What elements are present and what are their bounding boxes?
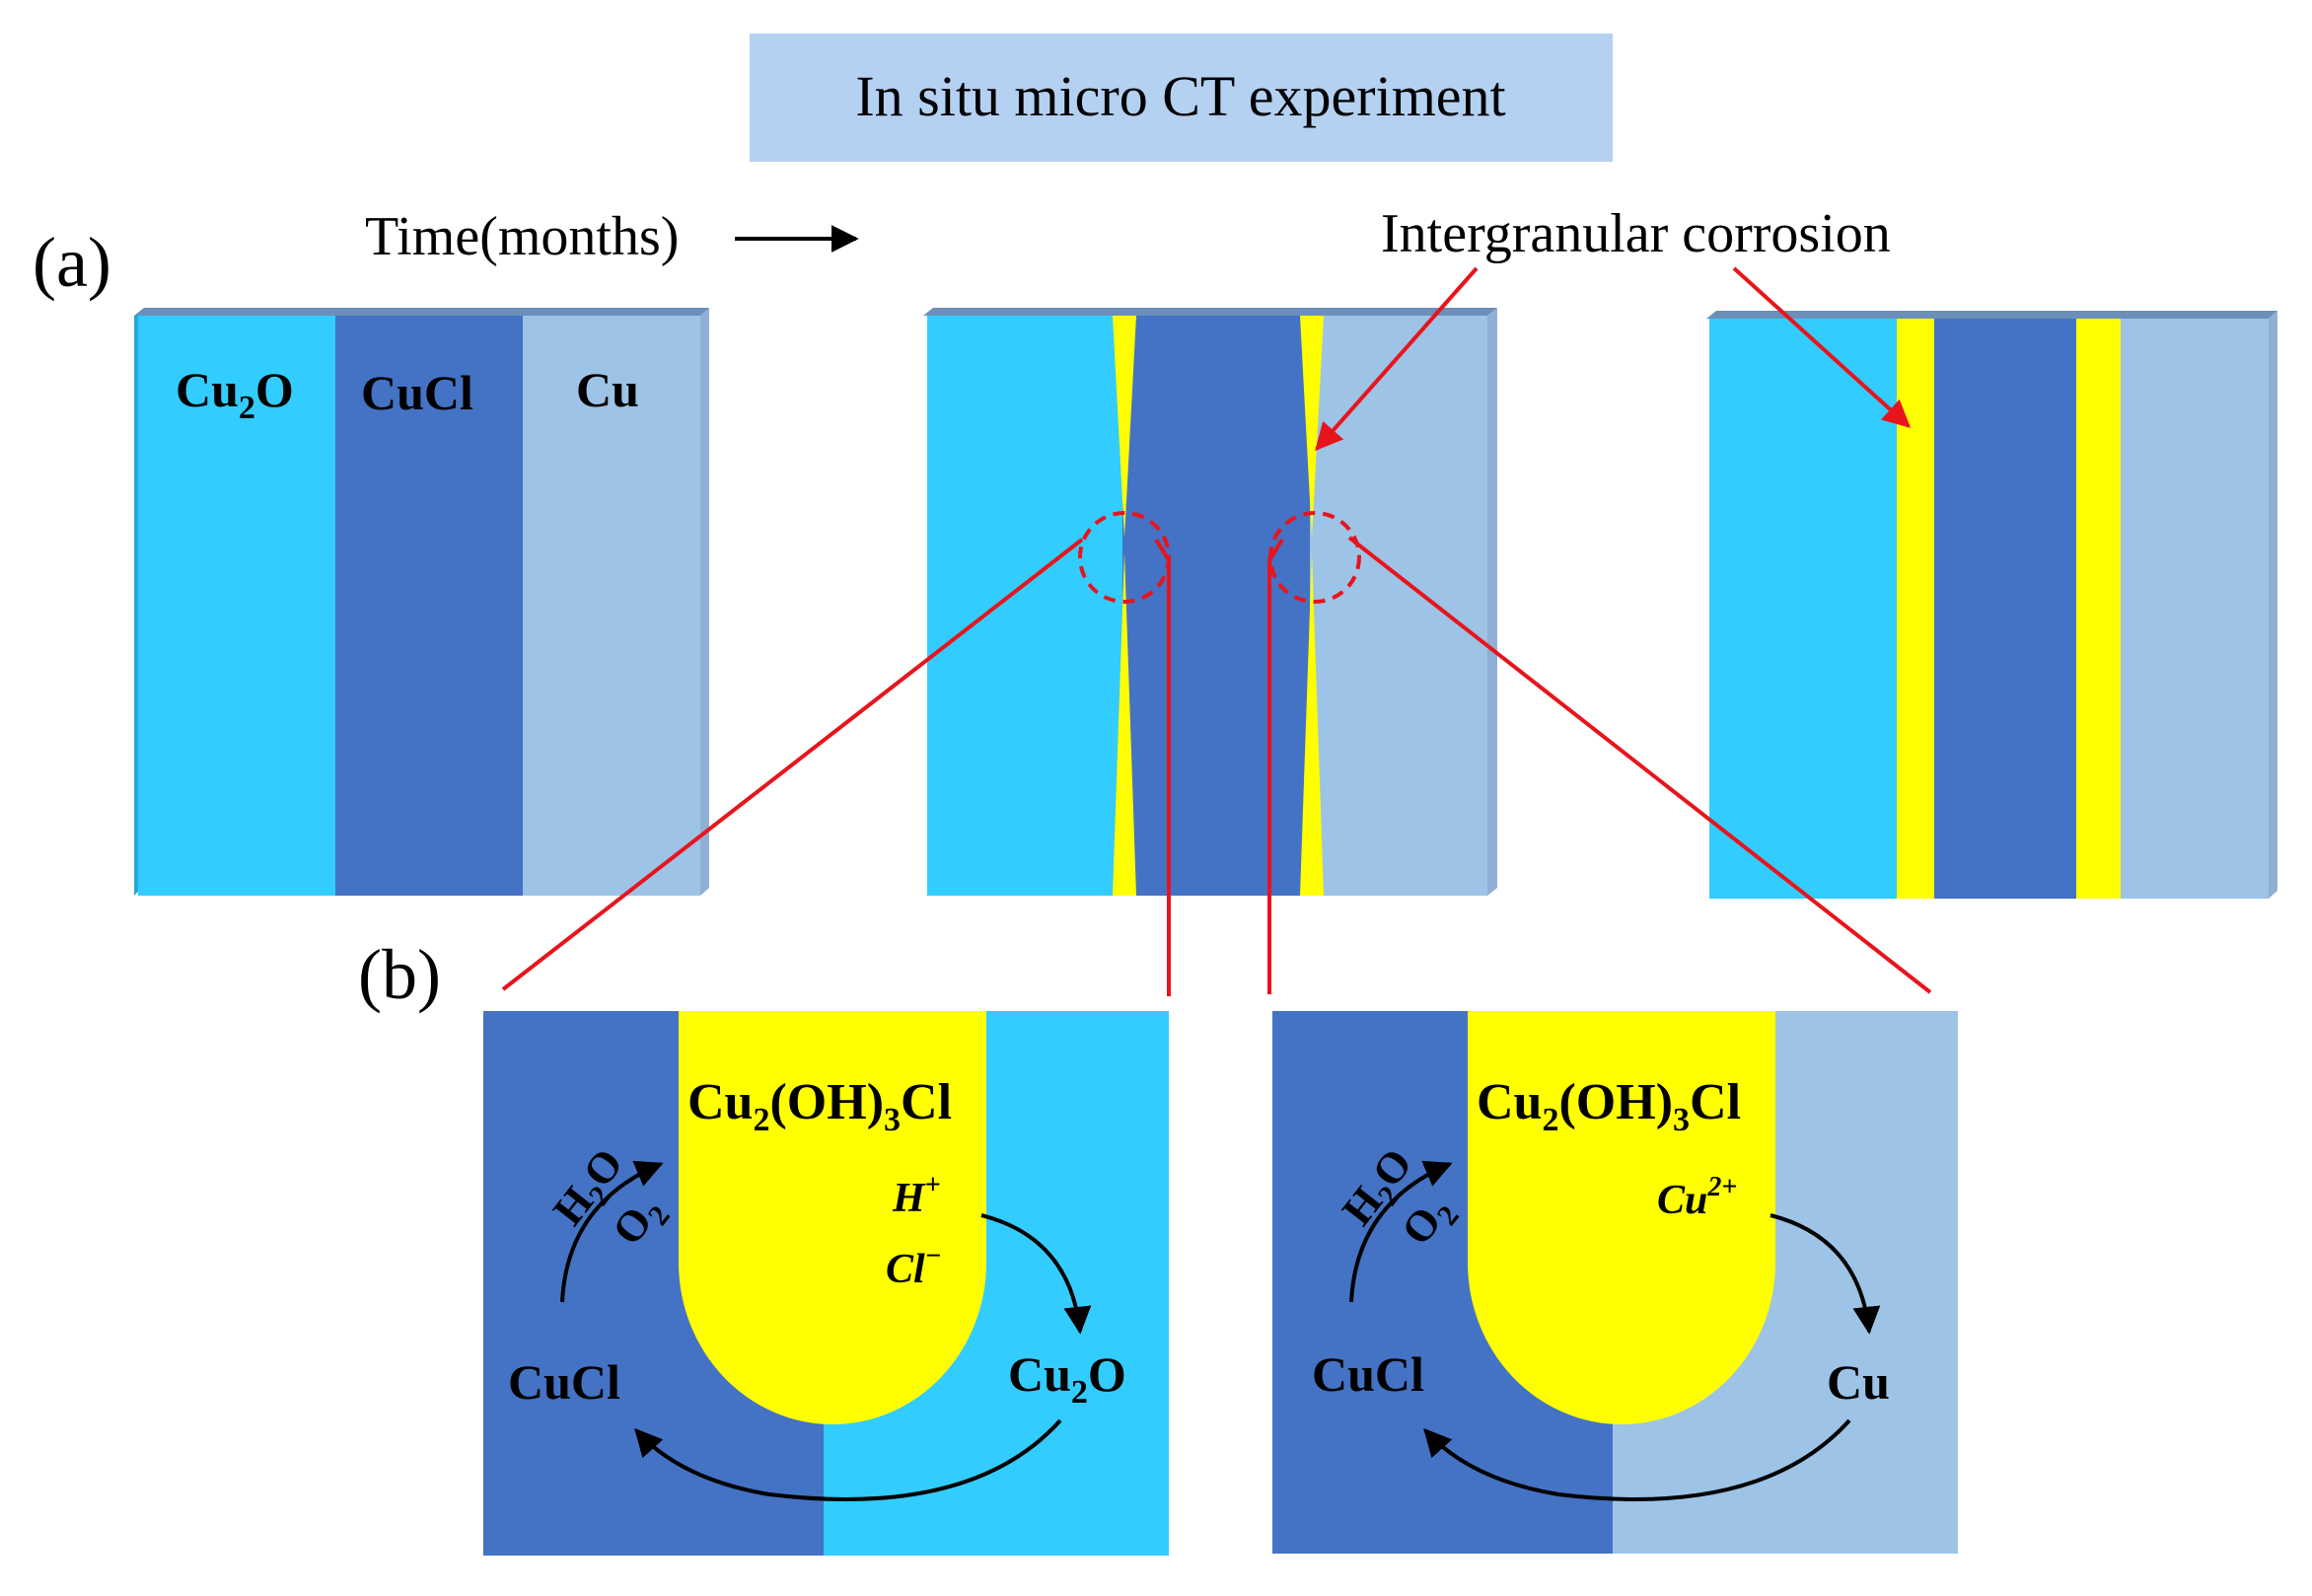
ion-cl-label: Cl− (886, 1241, 942, 1292)
cu2o-label-left: Cu2O (1008, 1346, 1126, 1411)
panel-a-label: (a) (33, 223, 111, 302)
time-axis-label: Time(months) (365, 206, 679, 267)
ion-cu-label: Cu2+ (1657, 1172, 1737, 1223)
title-text: In situ micro CT experiment (855, 64, 1505, 128)
block-initial: Cu2O CuCl Cu (134, 308, 709, 896)
block-final (1706, 311, 2277, 899)
block-intermediate (923, 308, 1497, 896)
corrosion-band-right (2076, 319, 2121, 899)
label-cucl: CuCl (361, 365, 473, 420)
label-cu: Cu (576, 362, 639, 417)
zoom-panel-left: Cu2(OH)3Cl H2O O2 H+ Cl− CuCl Cu2O (483, 1011, 1169, 1556)
arrow-down-right (980, 1213, 1092, 1335)
arrow-up-right-panel (1349, 1160, 1453, 1303)
layer-cu2o (138, 316, 335, 896)
arrow-bottom-right-panel (1423, 1418, 1851, 1501)
corrosion-pit-right (1468, 1011, 1775, 1424)
cucl-label-right: CuCl (1312, 1346, 1424, 1402)
corrosion-wedge-top-left (1113, 316, 1136, 538)
intergranular-corrosion-label: Intergranular corrosion (1381, 203, 1891, 264)
cucl-label-left: CuCl (508, 1354, 620, 1410)
corrosion-band-left (1897, 319, 1934, 899)
layer-cu (523, 316, 700, 896)
label-cu2o: Cu2O (176, 362, 294, 426)
product-label-right: Cu2(OH)3Cl (1477, 1074, 1741, 1138)
corrosion-wedge-bottom-right (1300, 552, 1324, 896)
arrow-bottom-left (634, 1418, 1062, 1501)
zoom-line-left-inner (1154, 538, 1171, 996)
zoom-line-left-outer (501, 538, 1084, 991)
zoom-line-right-inner (1267, 538, 1284, 994)
title-box: In situ micro CT experiment (750, 34, 1613, 162)
corrosion-wedge-top-right (1300, 316, 1324, 538)
corrosion-pit-left (679, 1011, 986, 1424)
layer-cucl (335, 316, 523, 896)
zoom-panel-right: Cu2(OH)3Cl H2O O2 Cu2+ CuCl Cu (1272, 1011, 1958, 1554)
annotation-arrow-right (1732, 266, 1912, 428)
arrow-up-left (560, 1160, 664, 1303)
panel-b-label: (b) (358, 935, 441, 1014)
zoom-line-right-outer (1347, 536, 1932, 994)
ion-h-label: H+ (892, 1170, 941, 1221)
corrosion-wedge-bottom-left (1113, 552, 1136, 896)
product-label-left: Cu2(OH)3Cl (687, 1074, 952, 1138)
arrow-down-right-panel (1770, 1213, 1881, 1335)
annotation-arrow-middle (1315, 266, 1479, 452)
cu-label-right: Cu (1827, 1354, 1890, 1410)
